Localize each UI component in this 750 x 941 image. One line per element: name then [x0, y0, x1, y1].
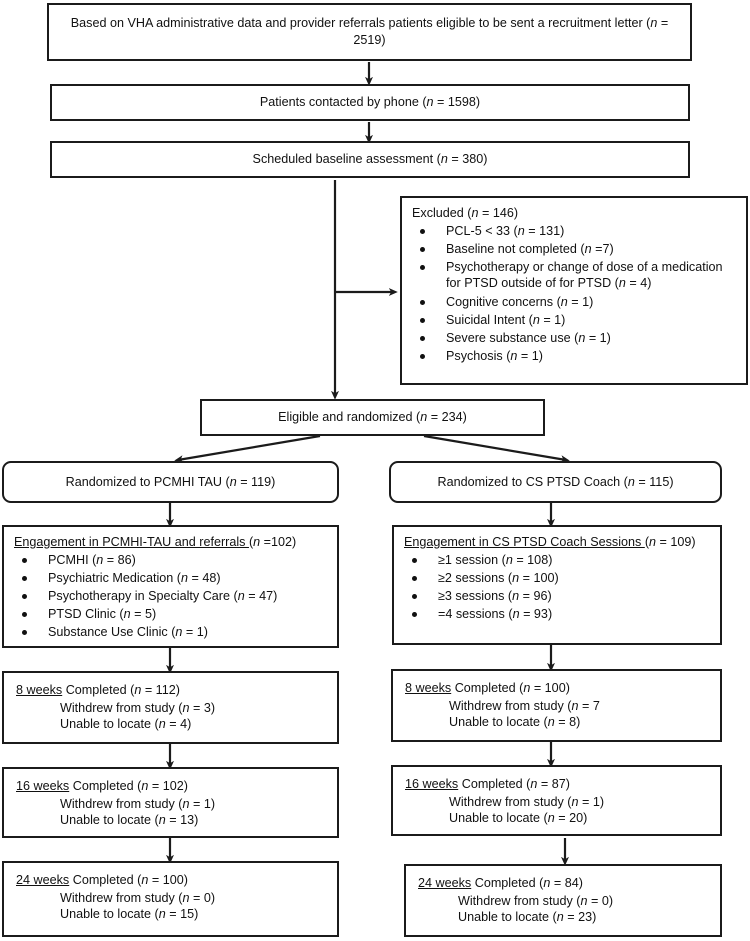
- list-item: Cognitive concerns (n = 1): [412, 294, 738, 311]
- left-week24-withdrew: Withdrew from study (n = 0): [60, 890, 216, 905]
- node-left-week16: 16 weeks Completed (n = 102) Withdrew fr…: [2, 767, 339, 838]
- right-week8-withdrew: Withdrew from study (n = 7: [449, 698, 600, 713]
- list-item: Psychosis (n = 1): [412, 348, 738, 365]
- right-engagement-header: Engagement in CS PTSD Coach Sessions (n …: [404, 534, 712, 551]
- right-engagement-list: ≥1 session (n = 108) ≥2 sessions (n = 10…: [404, 552, 712, 623]
- list-item: ≥1 session (n = 108): [404, 552, 712, 569]
- left-week24-completed: Completed (n = 100): [69, 873, 188, 887]
- node-eligible-letter-text: Based on VHA administrative data and pro…: [70, 16, 669, 47]
- list-item: Severe substance use (n = 1): [412, 330, 738, 347]
- left-week8-unable: Unable to locate (n = 4): [60, 717, 192, 732]
- left-week8-withdrew: Withdrew from study (n = 3): [60, 700, 216, 715]
- right-engagement-header-count: (n = 109): [644, 535, 696, 549]
- left-week24-header: 24 weeks Completed (n = 100): [16, 872, 329, 889]
- left-engagement-header-count: (n =102): [248, 535, 297, 549]
- left-week8-completed: Completed (n = 112): [62, 683, 180, 697]
- right-week16-header: 16 weeks Completed (n = 87): [405, 776, 712, 793]
- node-left-week8: 8 weeks Completed (n = 112) Withdrew fro…: [2, 671, 339, 744]
- excluded-header: Excluded (n = 146): [412, 206, 519, 220]
- left-engagement-header: Engagement in PCMHI-TAU and referrals (n…: [14, 534, 329, 551]
- left-week24-label: 24 weeks: [16, 873, 70, 887]
- node-right-engagement: Engagement in CS PTSD Coach Sessions (n …: [392, 525, 722, 645]
- node-right-allocation-text: Randomized to CS PTSD Coach (n = 115): [437, 474, 674, 489]
- right-week16-unable: Unable to locate (n = 20): [449, 811, 588, 826]
- list-item: =4 sessions (n = 93): [404, 606, 712, 623]
- node-contacted-by-phone-text: Patients contacted by phone (n = 1598): [259, 95, 481, 110]
- node-scheduled-baseline: Scheduled baseline assessment (n = 380): [50, 141, 690, 178]
- list-item: PCL-5 < 33 (n = 131): [412, 223, 738, 240]
- left-engagement-header-underlined: Engagement in PCMHI-TAU and referrals: [14, 535, 249, 549]
- list-item: PTSD Clinic (n = 5): [14, 606, 329, 623]
- left-week8-header: 8 weeks Completed (n = 112): [16, 682, 329, 699]
- node-contacted-by-phone: Patients contacted by phone (n = 1598): [50, 84, 690, 121]
- right-week16-completed: Completed (n = 87): [458, 777, 570, 791]
- left-week24-unable: Unable to locate (n = 15): [60, 907, 199, 922]
- node-left-allocation-text: Randomized to PCMHI TAU (n = 119): [65, 474, 276, 489]
- right-week24-completed: Completed (n = 84): [471, 876, 583, 890]
- right-week8-header: 8 weeks Completed (n = 100): [405, 680, 712, 697]
- connector-randomized-to-left-arm: [174, 434, 321, 464]
- list-item: Baseline not completed (n =7): [412, 241, 738, 258]
- list-item: ≥2 sessions (n = 100): [404, 570, 712, 587]
- right-week16-label: 16 weeks: [405, 777, 459, 791]
- node-right-week16: 16 weeks Completed (n = 87) Withdrew fro…: [391, 765, 722, 836]
- list-item: Psychotherapy or change of dose of a med…: [412, 259, 738, 292]
- left-week16-label: 16 weeks: [16, 779, 70, 793]
- right-week8-completed: Completed (n = 100): [451, 681, 570, 695]
- list-item: Substance Use Clinic (n = 1): [14, 624, 329, 641]
- list-item: Psychotherapy in Specialty Care (n = 47): [14, 588, 329, 605]
- left-week16-withdrew: Withdrew from study (n = 1): [60, 796, 216, 811]
- node-right-allocation: Randomized to CS PTSD Coach (n = 115): [389, 461, 722, 503]
- node-excluded: Excluded (n = 146) PCL-5 < 33 (n = 131) …: [400, 196, 748, 385]
- right-week24-label: 24 weeks: [418, 876, 472, 890]
- list-item: ≥3 sessions (n = 96): [404, 588, 712, 605]
- node-left-week24: 24 weeks Completed (n = 100) Withdrew fr…: [2, 861, 339, 937]
- node-right-week24: 24 weeks Completed (n = 84) Withdrew fro…: [404, 864, 722, 937]
- node-left-allocation: Randomized to PCMHI TAU (n = 119): [2, 461, 339, 503]
- node-right-week8: 8 weeks Completed (n = 100) Withdrew fro…: [391, 669, 722, 742]
- node-left-engagement: Engagement in PCMHI-TAU and referrals (n…: [2, 525, 339, 648]
- left-week8-label: 8 weeks: [16, 683, 63, 697]
- node-eligible-letter: Based on VHA administrative data and pro…: [47, 3, 692, 61]
- node-scheduled-baseline-text: Scheduled baseline assessment (n = 380): [252, 152, 488, 167]
- list-item: Suicidal Intent (n = 1): [412, 312, 738, 329]
- right-week8-unable: Unable to locate (n = 8): [449, 715, 581, 730]
- node-eligible-randomized: Eligible and randomized (n = 234): [200, 399, 545, 436]
- right-week16-withdrew: Withdrew from study (n = 1): [449, 794, 605, 809]
- left-week16-header: 16 weeks Completed (n = 102): [16, 778, 329, 795]
- list-item: PCMHI (n = 86): [14, 552, 329, 569]
- left-week16-completed: Completed (n = 102): [69, 779, 188, 793]
- right-engagement-header-underlined: Engagement in CS PTSD Coach Sessions: [404, 535, 645, 549]
- right-week24-unable: Unable to locate (n = 23): [458, 910, 597, 925]
- list-item: Psychiatric Medication (n = 48): [14, 570, 329, 587]
- left-engagement-list: PCMHI (n = 86) Psychiatric Medication (n…: [14, 552, 329, 641]
- left-week16-unable: Unable to locate (n = 13): [60, 813, 199, 828]
- excluded-reason-list: PCL-5 < 33 (n = 131) Baseline not comple…: [412, 223, 738, 365]
- right-week24-withdrew: Withdrew from study (n = 0): [458, 893, 614, 908]
- connector-randomized-to-right-arm: [423, 434, 570, 464]
- right-week8-label: 8 weeks: [405, 681, 452, 695]
- right-week24-header: 24 weeks Completed (n = 84): [418, 875, 712, 892]
- node-eligible-randomized-text: Eligible and randomized (n = 234): [278, 410, 467, 425]
